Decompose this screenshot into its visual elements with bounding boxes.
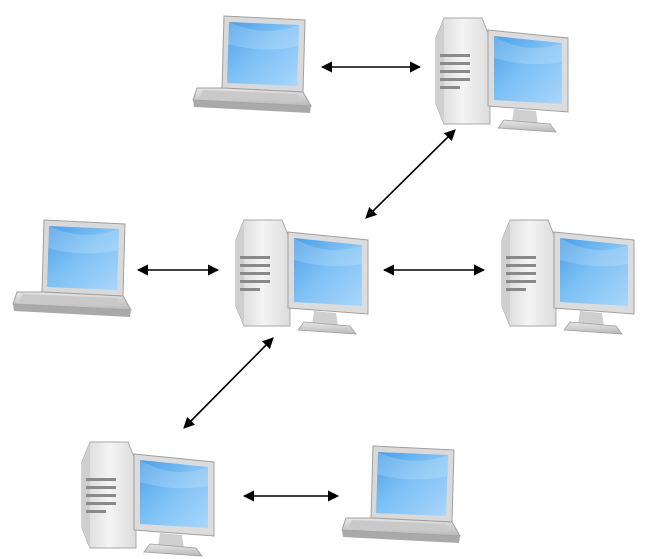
desktop-computer-icon [235, 219, 369, 335]
laptop-icon [192, 15, 312, 113]
connections [136, 61, 486, 502]
desktop-computer-icon [81, 441, 215, 557]
desktop-computer-icon [501, 219, 635, 335]
edge-desktop-top-right-desktop-center [365, 129, 456, 219]
edge-desktop-center-desktop-bottom-left [183, 337, 274, 429]
laptop-icon [12, 219, 132, 317]
laptop-icon [341, 445, 461, 543]
desktop-computer-icon [435, 17, 569, 133]
